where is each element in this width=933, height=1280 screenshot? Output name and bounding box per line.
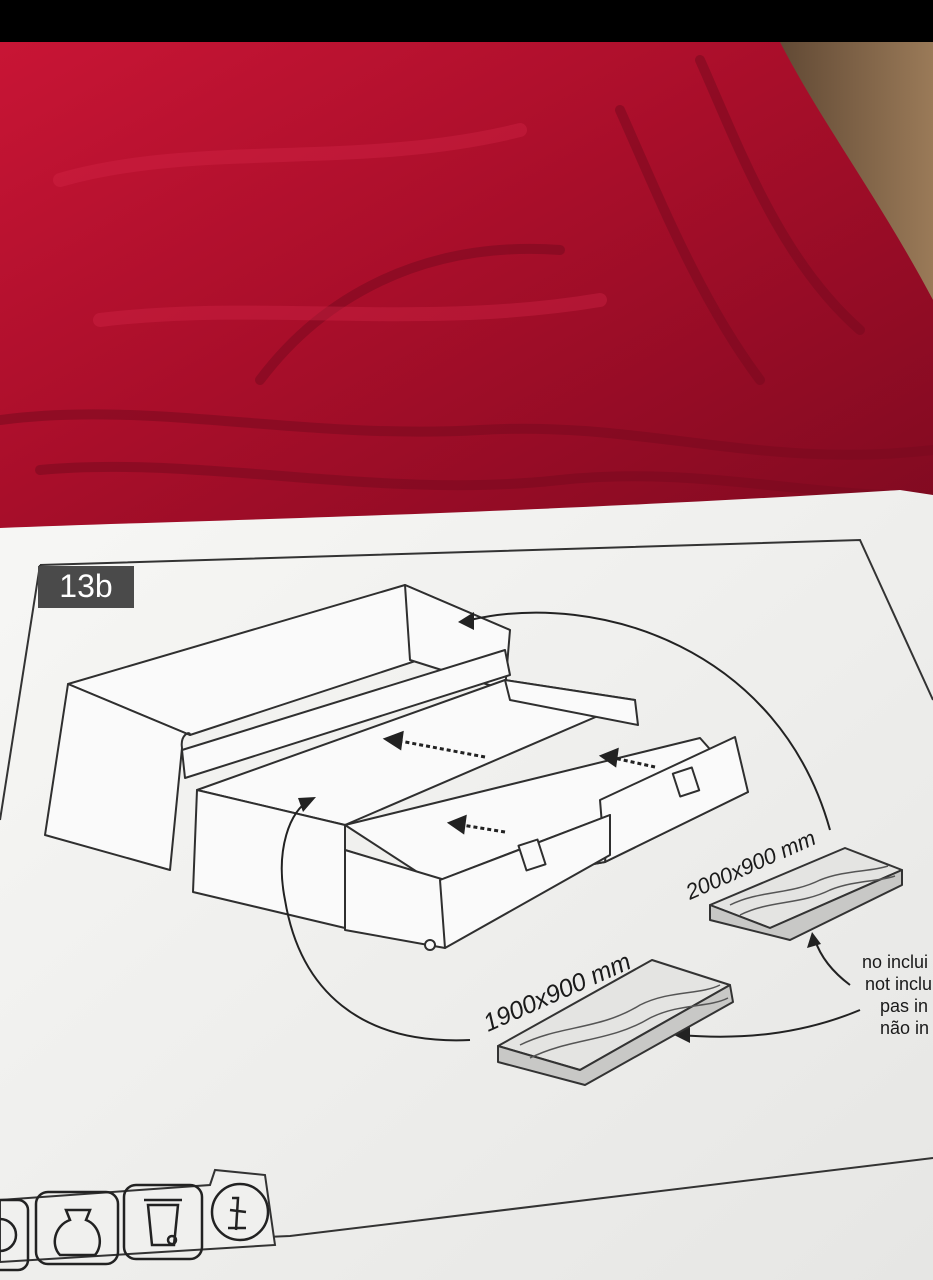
footer-icon-tab <box>0 1168 277 1264</box>
blanket-highlights <box>53 123 607 327</box>
trundle-side <box>504 679 639 726</box>
note-line-3: pas in <box>880 996 928 1016</box>
note-line-4: não in <box>880 1018 929 1038</box>
drawer-left-face <box>439 814 611 949</box>
bed-left-panel <box>44 683 191 871</box>
note-line-2: not inclu <box>865 974 932 994</box>
bed-shelf <box>181 649 511 779</box>
page-frame-left <box>0 564 41 821</box>
step-badge <box>38 566 134 608</box>
not-included-note: no inclui not inclu pas in não in <box>862 952 932 1038</box>
footer-icons <box>0 1182 270 1272</box>
top-black-bar <box>0 0 933 42</box>
arrow-heads <box>298 612 821 1043</box>
caster <box>424 939 436 951</box>
step-number: 13b <box>59 568 112 604</box>
mattress-small <box>497 959 734 1086</box>
blanket-folds <box>0 55 933 501</box>
bag-icon <box>34 1190 120 1266</box>
no-littering-icon <box>210 1182 270 1242</box>
drawer-handle-right <box>671 766 701 798</box>
recycle-icon <box>0 1198 30 1272</box>
insertion-arrows <box>382 730 656 835</box>
mattress-arrows <box>280 611 861 1042</box>
mattress-large <box>709 847 903 941</box>
note-line-1: no inclui <box>862 952 928 972</box>
red-blanket <box>0 42 933 560</box>
bed-drawing <box>44 584 749 951</box>
page-frame <box>39 538 933 701</box>
drawer-handle-left <box>517 838 547 872</box>
bin-icon <box>122 1183 204 1261</box>
